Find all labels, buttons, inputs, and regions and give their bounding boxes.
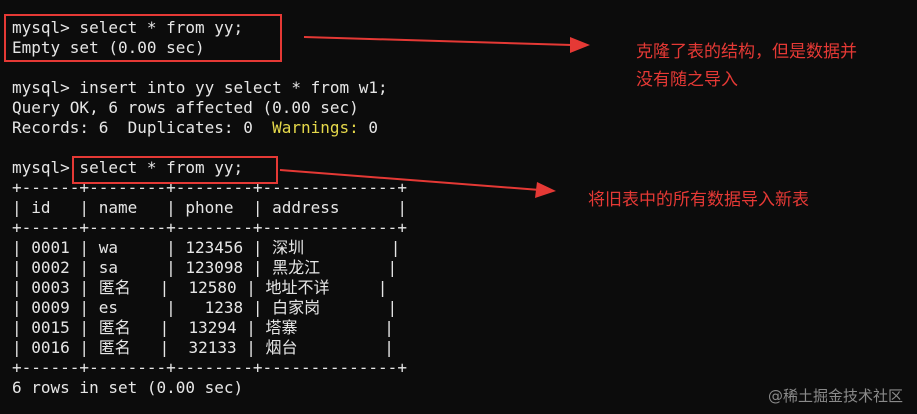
table-row: | 0003 | 匿名 | 12580 | 地址不详 | [12, 278, 388, 297]
prompt-select-yy-again: mysql> select * from yy; [12, 158, 244, 177]
rows-in-set-footer: 6 rows in set (0.00 sec) [12, 378, 244, 397]
annotation-structure-cloned: 克隆了表的结构，但是数据并 没有随之导入 [636, 38, 857, 94]
table-row: | 0015 | 匿名 | 13294 | 塔寨 | [12, 318, 394, 337]
annotation-line-2: 没有随之导入 [636, 70, 738, 90]
arrow-to-second-annotation [279, 169, 556, 198]
records-summary: Records: 6 Duplicates: 0 Warnings: 0 [12, 118, 378, 138]
query-ok-result: Query OK, 6 rows affected (0.00 sec) [12, 98, 359, 117]
highlight-box-empty-set [4, 14, 282, 62]
table-border-bottom: +------+--------+--------+--------------… [12, 358, 407, 377]
annotation-line-1: 克隆了表的结构，但是数据并 [636, 42, 857, 62]
table-header-row: | id | name | phone | address | [12, 198, 407, 217]
table-row: | 0016 | 匿名 | 32133 | 烟台 | [12, 338, 394, 357]
watermark: @稀土掘金技术社区 [767, 387, 903, 405]
arrow-to-first-annotation [303, 36, 590, 53]
table-border-header: +------+--------+--------+--------------… [12, 218, 407, 237]
highlight-box-select [72, 156, 278, 184]
empty-set-result: Empty set (0.00 sec) [12, 38, 205, 57]
table-row: | 0009 | es | 1238 | 白家岗 | [12, 298, 398, 317]
prompt-select-yy: mysql> select * from yy; [12, 18, 244, 37]
warnings-label: Warnings: [272, 118, 359, 137]
warnings-count: 0 [358, 118, 379, 137]
records-duplicates-text: Records: 6 Duplicates: 0 [12, 118, 273, 137]
table-row: | 0002 | sa | 123098 | 黑龙江 | [12, 258, 398, 277]
annotation-data-imported: 将旧表中的所有数据导入新表 [588, 190, 809, 210]
prompt-insert-select: mysql> insert into yy select * from w1; [12, 78, 388, 97]
table-row: | 0001 | wa | 123456 | 深圳 | [12, 238, 401, 257]
